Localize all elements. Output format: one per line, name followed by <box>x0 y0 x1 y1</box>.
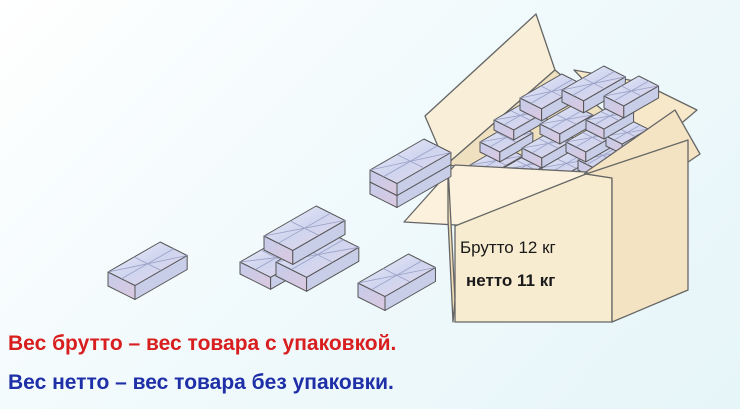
box-label-net: нетто 11 кг <box>466 271 555 290</box>
package <box>539 104 594 145</box>
package <box>263 205 346 265</box>
package <box>369 138 452 196</box>
package <box>275 231 360 292</box>
box-front <box>403 109 701 323</box>
gross-weight-definition: Вес брутто – вес товара с упаковкой. <box>8 332 397 355</box>
box-label-gross: Брутто 12 кг <box>460 238 556 257</box>
packages-outside-box <box>107 138 452 311</box>
package <box>107 241 188 300</box>
package <box>603 75 660 119</box>
net-weight-definition: Вес нетто – вес товара без упаковки. <box>8 371 394 394</box>
box-side-face <box>585 139 689 323</box>
package <box>561 65 626 114</box>
box-left-side <box>447 165 456 323</box>
package <box>357 253 436 311</box>
